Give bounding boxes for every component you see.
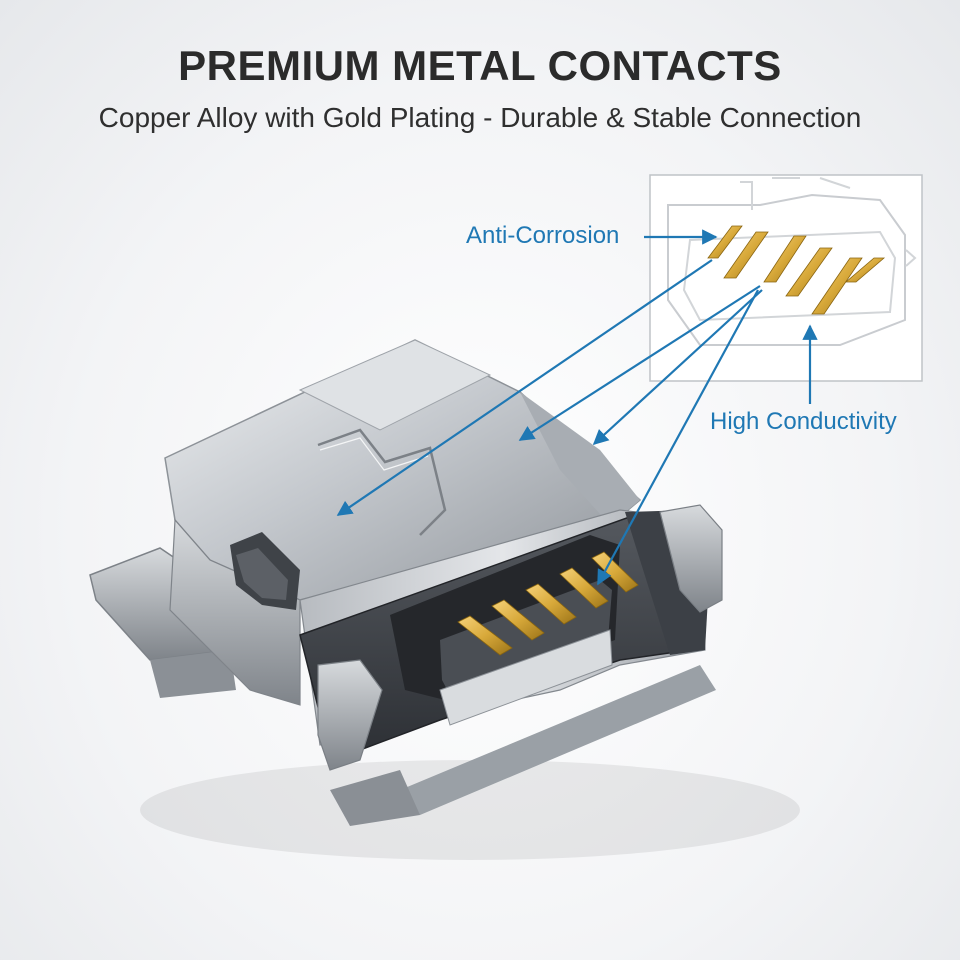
bottom-plate: [330, 665, 716, 826]
pin-diagram-inset: [649, 174, 923, 382]
arrow-to-shell-center: [518, 285, 761, 441]
arrow-to-shell-right: [592, 289, 763, 446]
inset-pin-4: [785, 247, 833, 297]
page-title: PREMIUM METAL CONTACTS: [178, 42, 782, 89]
pin-3: [525, 583, 577, 625]
pin-4: [559, 567, 609, 609]
pin-2: [491, 599, 545, 641]
inset-pin-3: [763, 235, 807, 283]
pin-5: [591, 551, 639, 593]
inset-pin-5: [811, 257, 863, 315]
page-subtitle: Copper Alloy with Gold Plating - Durable…: [98, 102, 862, 133]
gold-pins: [457, 551, 639, 656]
inset-pin-1: [707, 225, 743, 259]
arrow-to-connector-pin: [597, 289, 759, 586]
callout-anti-corrosion: Anti-Corrosion: [466, 222, 620, 249]
connector-shadow: [140, 760, 800, 860]
inset-pin-2: [723, 231, 769, 279]
callout-high-conductivity: High Conductivity: [710, 408, 897, 435]
pin-1: [457, 615, 513, 656]
callout-arrows: [336, 229, 818, 586]
inset-pin-6: [844, 257, 886, 283]
arrow-to-shell-left: [336, 259, 713, 516]
